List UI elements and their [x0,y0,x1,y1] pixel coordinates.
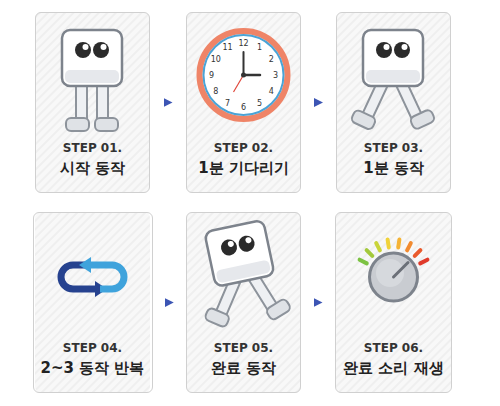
step-number: STEP 01. [63,139,122,157]
robot-foot [350,109,376,131]
robot-head [62,30,122,86]
card-text: STEP 02.1분 기다리기 [187,139,300,179]
clock-number: 4 [269,87,274,96]
eye-shine [384,44,390,50]
level-tick [407,243,411,250]
clock-number: 10 [211,55,221,64]
robot-foot [95,118,118,131]
card-text: STEP 04.2~3 동작 반복 [34,339,152,379]
robot-leg [76,84,87,120]
card-ground [336,12,451,193]
flow-arrow [301,102,336,103]
robot-eye [75,42,91,58]
step-number: STEP 06. [364,339,423,357]
robot-body [204,220,274,287]
second-hand [234,75,244,92]
repeat-arc-light [90,265,124,289]
step-card: STEP 05.완료 동작 [186,212,301,393]
flow-arrow [150,102,186,103]
clock-pin [241,73,246,78]
card-text: STEP 03.1분 동작 [337,139,450,179]
robot-foot [204,307,230,328]
card-ground [186,12,301,193]
robot-body [363,30,423,86]
step-card: STEP 06.완료 소리 재생 [335,212,452,393]
clock-number: 5 [257,98,262,107]
card-text: STEP 06.완료 소리 재생 [336,339,451,379]
robot-foot [66,118,89,131]
robot-walking [350,30,435,131]
step-card: STEP 01.시작 동작 [35,12,150,193]
eye-shine [402,44,408,50]
robot-head [363,30,423,86]
level-tick [367,250,373,256]
step-number: STEP 03. [364,139,423,157]
robot-eye [394,42,410,58]
robot-eye [93,42,109,58]
robot-foot [409,109,435,131]
card-text: STEP 01.시작 동작 [36,139,149,179]
step-title: 2~3 동작 반복 [41,357,145,379]
robot-head [204,220,274,287]
robot-shade [65,70,119,83]
robot-shade [366,70,420,83]
clock-number: 8 [213,87,218,96]
card-text: STEP 05.완료 동작 [187,339,300,379]
clock-face [204,35,284,115]
step-number: STEP 02. [214,139,273,157]
clock-number: 2 [269,55,274,64]
robot-running [186,218,293,335]
clock-number: 9 [209,71,214,80]
robot-shade [216,259,272,283]
repeat-head-light [79,257,91,273]
level-tick [398,240,399,248]
step-number: STEP 05. [214,339,273,357]
card-ground [35,12,150,193]
flow-arrow [301,302,335,303]
clock-number: 7 [225,98,230,107]
level-tick [415,250,421,256]
repeat-icon [61,257,124,297]
level-tick [376,243,380,250]
clock-number: 1 [257,43,262,52]
clock-icon [200,31,288,119]
clock-number: 12 [238,39,248,48]
knob-shine [376,259,404,287]
step-title: 시작 동작 [60,157,125,179]
card-ground [336,212,451,393]
robot-eye [376,42,392,58]
volume-knob [360,240,428,302]
flow-arrow [153,302,187,303]
step-card: STEP 03.1분 동작 [336,12,451,193]
clock-number: 11 [222,43,232,52]
step-title: 완료 소리 재생 [343,357,443,379]
robot-foot [265,298,291,321]
step-title: 완료 동작 [211,357,276,379]
step-title: 1분 동작 [363,157,424,179]
clock-ring [200,31,288,119]
robot-eye [237,234,256,253]
eye-shine [245,237,252,244]
step-card: STEP 04.2~3 동작 반복 [33,212,153,393]
step-number: STEP 04. [63,339,122,357]
card-ground [35,212,150,393]
eye-shine [101,44,107,50]
card-ground [186,212,301,393]
knob-pointer [394,263,409,278]
level-tick [388,240,389,248]
robot-eye [220,238,239,257]
step-title: 1분 기다리기 [198,157,289,179]
level-tick [420,260,427,264]
robot-body [62,30,122,86]
eye-shine [83,44,89,50]
clock-number: 6 [241,103,246,112]
knob-body [370,253,418,301]
level-tick [360,260,367,264]
robot-standing [62,30,122,131]
eye-shine [227,240,234,247]
robot-leg [97,84,108,120]
clock-number: 3 [273,71,278,80]
minute-hand [243,52,245,75]
